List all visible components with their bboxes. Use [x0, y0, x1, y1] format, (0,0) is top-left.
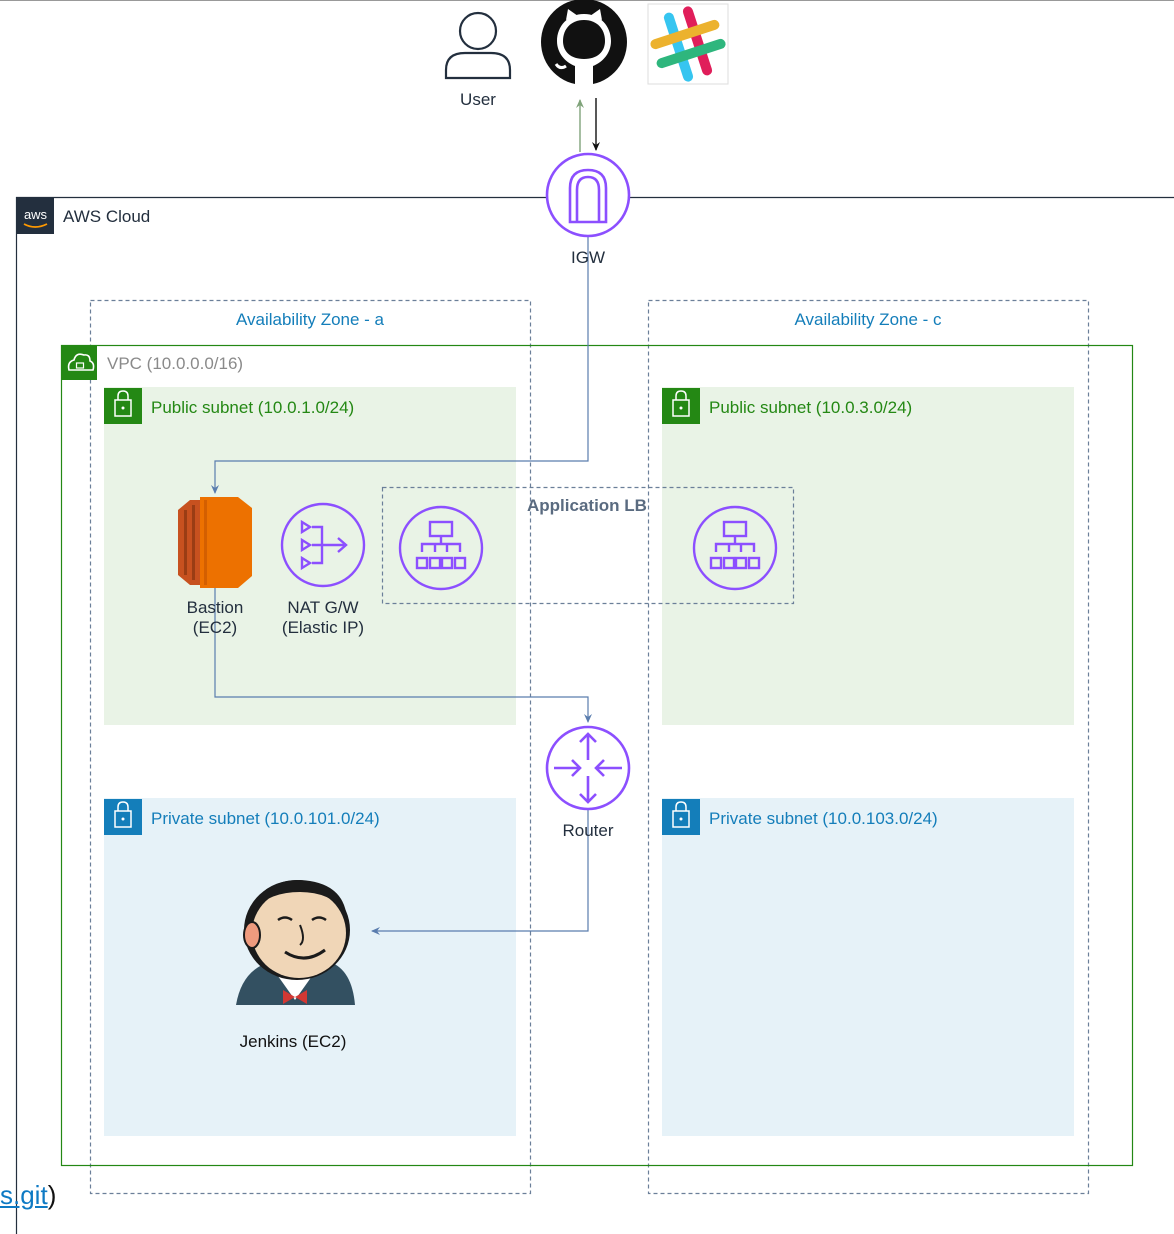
public-subnet-a-label: Public subnet (10.0.1.0/24) [151, 398, 355, 417]
private-subnet-a-lock-icon [104, 799, 142, 835]
private-subnet-a-label: Private subnet (10.0.101.0/24) [151, 809, 380, 828]
repo-link[interactable]: s.git [0, 1180, 48, 1210]
slack-icon [647, 3, 729, 85]
aws-cloud-label: AWS Cloud [63, 207, 151, 226]
github-icon [541, 0, 627, 86]
igw-to-bastion-line [211, 236, 589, 494]
router-label: Router [562, 821, 614, 840]
igw-label: IGW [571, 248, 605, 267]
igw-icon [545, 152, 631, 238]
alb-icon-a [398, 505, 484, 591]
availability-zone-c-label: Availability Zone - c [794, 310, 942, 329]
alb-icon-c [692, 505, 778, 591]
private-subnet-c-label: Private subnet (10.0.103.0/24) [709, 809, 938, 828]
private-subnet-c-lock-icon [662, 799, 700, 835]
application-lb-group [381, 486, 795, 605]
router-icon [545, 725, 631, 811]
ec2-instance-icon [178, 497, 252, 588]
bastion-label-line2: (EC2) [192, 618, 238, 637]
bastion-to-router-line [214, 583, 592, 723]
nat-label-line1: NAT G/W [287, 598, 359, 617]
application-lb-label: Application LB [527, 496, 647, 515]
footer-fragment: s.git) [0, 1180, 56, 1211]
svg-text:aws: aws [24, 207, 48, 222]
vpc-icon [61, 346, 97, 380]
user-icon [444, 11, 512, 80]
closing-paren: ) [47, 1180, 57, 1210]
private-subnet-c-area [662, 798, 1074, 1136]
router-to-jenkins-line [371, 810, 589, 935]
nat-label-line2: (Elastic IP) [281, 618, 365, 637]
nat-gateway-icon [280, 502, 366, 588]
vpc-label: VPC (10.0.0.0/16) [107, 354, 244, 373]
availability-zone-a-label: Availability Zone - a [235, 310, 385, 329]
vpc-boundary [60, 344, 1134, 1167]
jenkins-icon [236, 880, 355, 1005]
aws-logo-icon: aws [17, 198, 54, 234]
public-subnet-a-area [104, 387, 516, 725]
bastion-label-line1: Bastion [186, 598, 244, 617]
public-subnet-c-lock-icon [662, 388, 700, 424]
public-subnet-a-lock-icon [104, 388, 142, 424]
availability-zone-c [647, 299, 1090, 1195]
availability-zone-a [89, 299, 532, 1195]
public-subnet-c-area [662, 387, 1074, 725]
jenkins-label: Jenkins (EC2) [239, 1032, 347, 1051]
public-subnet-c-label: Public subnet (10.0.3.0/24) [709, 398, 913, 417]
user-label: User [460, 90, 496, 109]
